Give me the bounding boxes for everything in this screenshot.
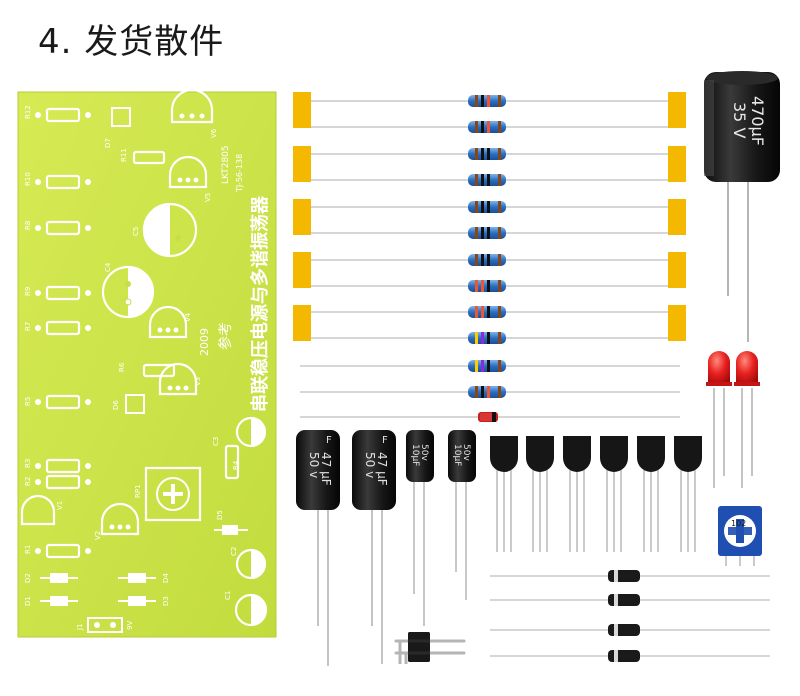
capacitor-10uf-value: 10μF [452,444,462,466]
potentiometer: 102 [718,506,762,566]
pcb-label: R9 [24,287,32,296]
capacitors-10uf: 50v 10μF 50v 10μF [406,430,476,626]
pcb-board: R12 D7 V6 R11 R10 V5 C5 R8 C4 R9 V4 R7 R… [17,88,277,638]
pcb-capacitor-footprints [101,202,268,627]
pcb-note: 参考 [217,322,234,350]
capacitor-47uf-mark: F [382,435,388,446]
capacitor-10uf-value: 10μF [410,444,420,466]
pcb-pads [35,112,91,554]
pcb-label: R8 [24,221,32,230]
pcb-label: C4 [104,262,112,272]
pcb-potentiometer-footprint [144,466,202,522]
pcb-label: R7 [24,322,32,331]
pcb-transistor-footprints [20,88,214,536]
pcb-label: C5 [132,227,140,236]
pcb-label: V5 [204,193,212,202]
pcb-label: V2 [94,531,102,540]
pcb-label: R1 [24,545,32,554]
capacitor-470uf-voltage: 35 V [730,102,749,138]
pcb-label: D3 [162,596,170,606]
pcb-label: V3 [194,377,202,386]
pcb-label: R12 [24,105,32,119]
potentiometer-code: 102 [731,519,746,528]
pcb-label: RP1 [134,484,142,498]
page-title: 4. 发货散件 [38,22,225,62]
capacitor-47uf-value: 47 μF [319,452,333,486]
pcb-label: R3 [24,459,32,468]
pcb-resistor-footprints [45,107,240,559]
pcb-label: D7 [104,138,112,148]
pcb-label: J1 [76,623,84,631]
pcb-label: D4 [162,573,170,583]
pcb-j1-footprint [87,617,123,633]
pcb-label: R4 [232,460,240,470]
pcb-transistor-pins [109,113,205,530]
transistors [490,436,702,552]
pcb-label: V4 [184,312,192,322]
pcb-year: 2009 [198,328,211,356]
capacitor-47uf-voltage: 50 v [307,452,321,478]
pcb-label: C1 [224,591,232,600]
pcb-label: V1 [56,501,64,510]
resistor-strip [293,92,686,422]
pcb-label: C3 [212,437,220,446]
pcb-labels: R12 D7 V6 R11 R10 V5 C5 R8 C4 R9 V4 R7 R… [24,105,240,631]
pcb-product-name: 串联稳压电源与多谐振荡器 [249,195,271,412]
pcb-label: R6 [118,362,126,372]
pin-header [394,632,466,664]
capacitor-47uf-value: 47 μF [375,452,389,486]
tape-strips [293,92,686,341]
pcb-label: D6 [112,400,120,410]
pcb-label: R10 [24,172,32,186]
pcb-label: R5 [24,397,32,406]
capacitors-47uf: F 47 μF 50 v F 47 μF 50 v [296,430,396,666]
pcb-label: C2 [230,547,238,556]
capacitor-10uf-voltage: 50v [419,444,429,461]
capacitor-47uf-mark: F [326,435,332,446]
pcb-diode-bodies [50,525,238,606]
capacitor-470uf-value: 470μF [748,96,767,146]
pcb-label: R2 [24,477,32,486]
pcb-label: D2 [24,573,32,583]
diodes [490,570,770,662]
resistor-bodies [468,95,506,422]
capacitor-470uf: 470μF 35 V [704,71,780,342]
pcb-label: D5 [216,510,224,520]
pcb-label: D1 [24,596,32,606]
pcb-model: LKT2805 [221,145,231,184]
capacitor-47uf-voltage: 50 v [363,452,377,478]
pcb-code: TJ-56-138 [235,154,244,193]
led-pair [706,351,760,488]
pcb-label: R11 [120,148,128,162]
capacitor-10uf-voltage: 50v [461,444,471,461]
pcb-label: 9V [126,621,134,630]
pcb-label: V6 [210,128,218,138]
